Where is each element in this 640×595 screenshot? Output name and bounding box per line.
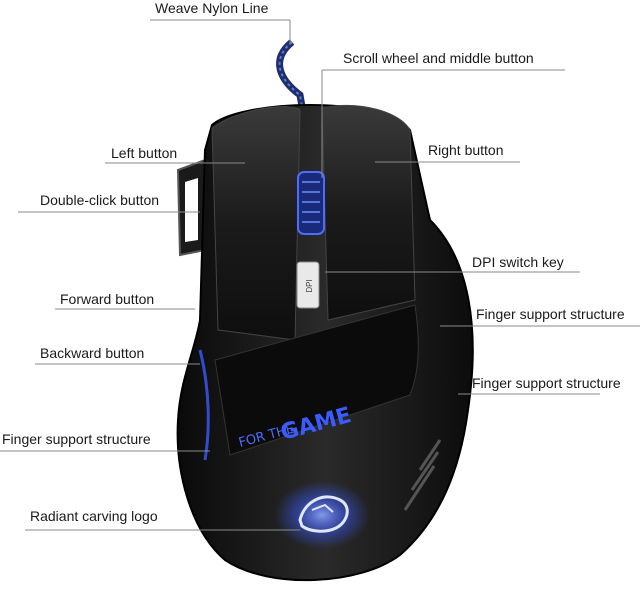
dragon-logo [298, 495, 349, 533]
label-forward-button: Forward button [60, 291, 155, 307]
dpi-key [296, 261, 320, 309]
label-double-click-button: Double-click button [40, 192, 160, 208]
label-right-button: Right button [428, 142, 504, 158]
palm-panel [214, 304, 419, 456]
left-button-shape [211, 106, 301, 341]
label-dpi-switch-key: DPI switch key [472, 254, 564, 270]
label-finger-support-right-1: Finger support structure [476, 306, 625, 322]
label-finger-support-left: Finger support structure [2, 431, 151, 447]
label-weave-nylon-line: Weave Nylon Line [155, 0, 269, 16]
dpi-key-text: DPI [305, 279, 314, 292]
label-scroll-wheel: Scroll wheel and middle button [343, 50, 534, 66]
label-left-button: Left button [111, 145, 178, 161]
label-finger-support-right-2: Finger support structure [472, 375, 621, 391]
scroll-wheel [297, 171, 325, 235]
label-backward-button: Backward button [40, 345, 145, 361]
right-button-shape [321, 105, 416, 321]
logo-glow [274, 481, 370, 549]
label-radiant-carving-logo: Radiant carving logo [30, 508, 158, 524]
